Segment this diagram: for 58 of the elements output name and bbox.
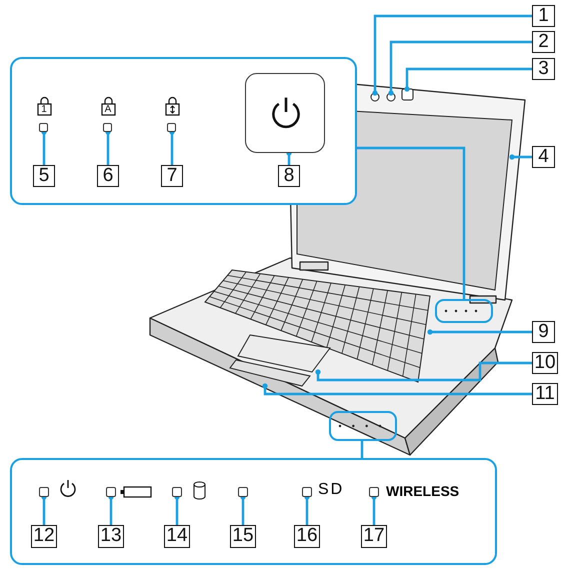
leader-line bbox=[169, 129, 175, 165]
touchpad bbox=[237, 334, 331, 373]
leader-line bbox=[304, 494, 310, 525]
callout-number: 13 bbox=[98, 525, 124, 548]
callout-number: 9 bbox=[532, 321, 555, 343]
leader-line bbox=[372, 14, 532, 96]
leader-line bbox=[262, 383, 532, 396]
indicator-light bbox=[106, 487, 116, 497]
leader-line bbox=[404, 68, 532, 92]
leader-line bbox=[41, 494, 47, 525]
leader-line bbox=[108, 494, 114, 525]
callout-number: 8 bbox=[278, 165, 300, 187]
leader-line bbox=[41, 129, 47, 165]
callout-number: 2 bbox=[532, 31, 555, 53]
lock-icon: A bbox=[100, 96, 116, 116]
indicator-label: WIRELESS bbox=[386, 482, 460, 500]
indicator-light bbox=[39, 123, 48, 132]
power-button bbox=[245, 73, 325, 153]
callout-number: 11 bbox=[532, 383, 558, 405]
keyboard bbox=[204, 269, 431, 383]
indicator-light bbox=[103, 123, 112, 132]
leader-line bbox=[286, 150, 292, 165]
indicator-light bbox=[167, 123, 176, 132]
callout-number: 1 bbox=[532, 5, 555, 27]
camera-lens bbox=[402, 88, 414, 100]
callout-number: 6 bbox=[97, 165, 119, 187]
leader-line bbox=[315, 362, 532, 382]
leader-line bbox=[360, 440, 364, 458]
touchpad-buttons bbox=[229, 359, 311, 387]
callout-number: 16 bbox=[294, 525, 320, 548]
callout-number: 15 bbox=[230, 525, 256, 548]
indicator-light bbox=[39, 487, 49, 497]
leader-line bbox=[105, 129, 111, 165]
callout-number: 3 bbox=[532, 58, 555, 80]
leader-line bbox=[509, 154, 532, 160]
leader-line bbox=[371, 494, 377, 525]
detail-panel bbox=[10, 458, 497, 565]
callout-number: 7 bbox=[161, 165, 183, 187]
leader-line bbox=[427, 329, 532, 335]
indicator-label: SD bbox=[318, 481, 344, 499]
callout-number: 14 bbox=[164, 525, 190, 548]
indicator-light bbox=[172, 487, 182, 497]
callout-number: 12 bbox=[31, 525, 57, 548]
leader-line bbox=[357, 146, 466, 300]
indicator-strip bbox=[329, 411, 397, 441]
indicator-light bbox=[238, 487, 248, 497]
leader-line bbox=[388, 40, 532, 96]
leader-line bbox=[240, 494, 246, 525]
callout-number: 4 bbox=[532, 146, 555, 168]
lock-icon: 1 bbox=[36, 96, 52, 116]
leader-line bbox=[174, 494, 180, 525]
callout-number: 10 bbox=[532, 352, 558, 374]
indicator-panel bbox=[435, 299, 493, 323]
indicator-light bbox=[369, 487, 379, 497]
detail-panel bbox=[10, 57, 357, 205]
indicator-light bbox=[302, 487, 312, 497]
callout-number: 5 bbox=[33, 165, 55, 187]
callout-number: 17 bbox=[361, 525, 387, 548]
